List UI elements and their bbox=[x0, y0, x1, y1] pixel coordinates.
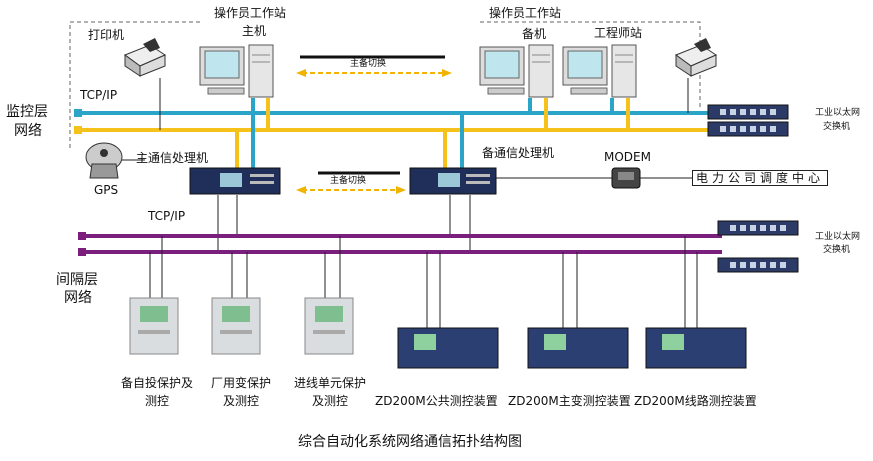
printer-left-graphic bbox=[123, 38, 167, 77]
tcpip-mid-label: TCP/IP bbox=[148, 209, 186, 223]
switchover-mid-label: 主备切换 bbox=[330, 176, 367, 186]
diagram-caption: 综合自动化系统网络通信拓扑结构图 bbox=[298, 434, 522, 450]
main-comm-graphic bbox=[189, 167, 281, 195]
bay-device-6-label: ZD200M线路测控装置 bbox=[634, 394, 757, 408]
master-label: 主机 bbox=[242, 24, 267, 38]
monitor-layer-label-1: 监控层 bbox=[6, 104, 48, 120]
bay-device-5-graphic bbox=[527, 327, 629, 369]
bay-layer-label-1: 间隔层 bbox=[56, 272, 98, 288]
bay-device-1-label-1: 备自投保护及 bbox=[120, 376, 193, 390]
eth-switch-bottom-graphic bbox=[717, 220, 799, 273]
eth-switch-top-label-1: 工业以太网 bbox=[815, 108, 861, 118]
printer-label: 打印机 bbox=[88, 28, 125, 42]
switchover-mid-arrow-left bbox=[296, 186, 306, 194]
bay-device-3-label-2: 及测控 bbox=[311, 394, 348, 408]
eth-switch-top-graphic bbox=[707, 104, 789, 137]
gps-label: GPS bbox=[94, 183, 119, 197]
bay-device-1-label-2: 测控 bbox=[144, 394, 169, 408]
bay-device-5-label: ZD200M主变测控装置 bbox=[508, 394, 631, 408]
backup-workstation-graphic bbox=[479, 44, 554, 98]
backup-comm-graphic bbox=[409, 167, 497, 195]
bay-layer-label-2: 网络 bbox=[64, 290, 92, 306]
eth-switch-top-label-2: 交换机 bbox=[823, 122, 851, 132]
bus-end-blue bbox=[74, 109, 82, 117]
operator-ws-left-label: 操作员工作站 bbox=[214, 6, 287, 20]
master-workstation-graphic bbox=[199, 44, 274, 98]
modem-label: MODEM bbox=[604, 150, 651, 164]
eth-switch-bottom-label-2: 交换机 bbox=[823, 245, 851, 255]
bay-device-drops bbox=[149, 236, 698, 330]
bay-device-2-graphic bbox=[211, 297, 261, 355]
bus-end-yellow bbox=[74, 126, 82, 134]
dispatch-center-label: 电力公司调度中心 bbox=[692, 170, 829, 186]
bay-device-2-label-2: 及测控 bbox=[222, 394, 259, 408]
main-comm-label: 主通信处理机 bbox=[136, 151, 209, 165]
modem-graphic bbox=[611, 167, 641, 189]
switchover-top-label: 主备切换 bbox=[350, 59, 387, 69]
operator-ws-right-label: 操作员工作站 bbox=[489, 6, 562, 20]
backup-comm-label: 备通信处理机 bbox=[482, 146, 555, 160]
bay-bus-2-end bbox=[78, 248, 86, 256]
bay-device-2-label-1: 厂用变保护 bbox=[210, 376, 271, 390]
gps-graphic bbox=[85, 142, 123, 179]
switchover-mid-arrow-right bbox=[396, 186, 406, 194]
bay-device-1-graphic bbox=[129, 297, 179, 355]
engineer-workstation-graphic bbox=[562, 44, 637, 98]
bay-device-3-label-1: 进线单元保护 bbox=[293, 376, 366, 390]
switchover-top-arrow-left bbox=[296, 69, 306, 77]
bay-device-3-graphic bbox=[304, 297, 354, 355]
switchover-top-arrow-right bbox=[442, 69, 452, 77]
monitor-layer-enclosure bbox=[69, 21, 200, 148]
tcpip-top-label: TCP/IP bbox=[80, 88, 118, 102]
monitor-layer-enclosure-right bbox=[480, 21, 701, 110]
bay-device-4-graphic bbox=[397, 327, 499, 369]
monitor-layer-label-2: 网络 bbox=[14, 123, 42, 139]
bay-device-6-graphic bbox=[645, 327, 747, 369]
eth-switch-bottom-label-1: 工业以太网 bbox=[815, 232, 861, 242]
bay-bus-1-end bbox=[78, 232, 86, 240]
backup-label: 备机 bbox=[522, 27, 547, 41]
printer-right-graphic bbox=[674, 38, 718, 77]
engineer-label: 工程师站 bbox=[594, 26, 643, 40]
bay-device-4-label: ZD200M公共测控装置 bbox=[375, 394, 498, 408]
